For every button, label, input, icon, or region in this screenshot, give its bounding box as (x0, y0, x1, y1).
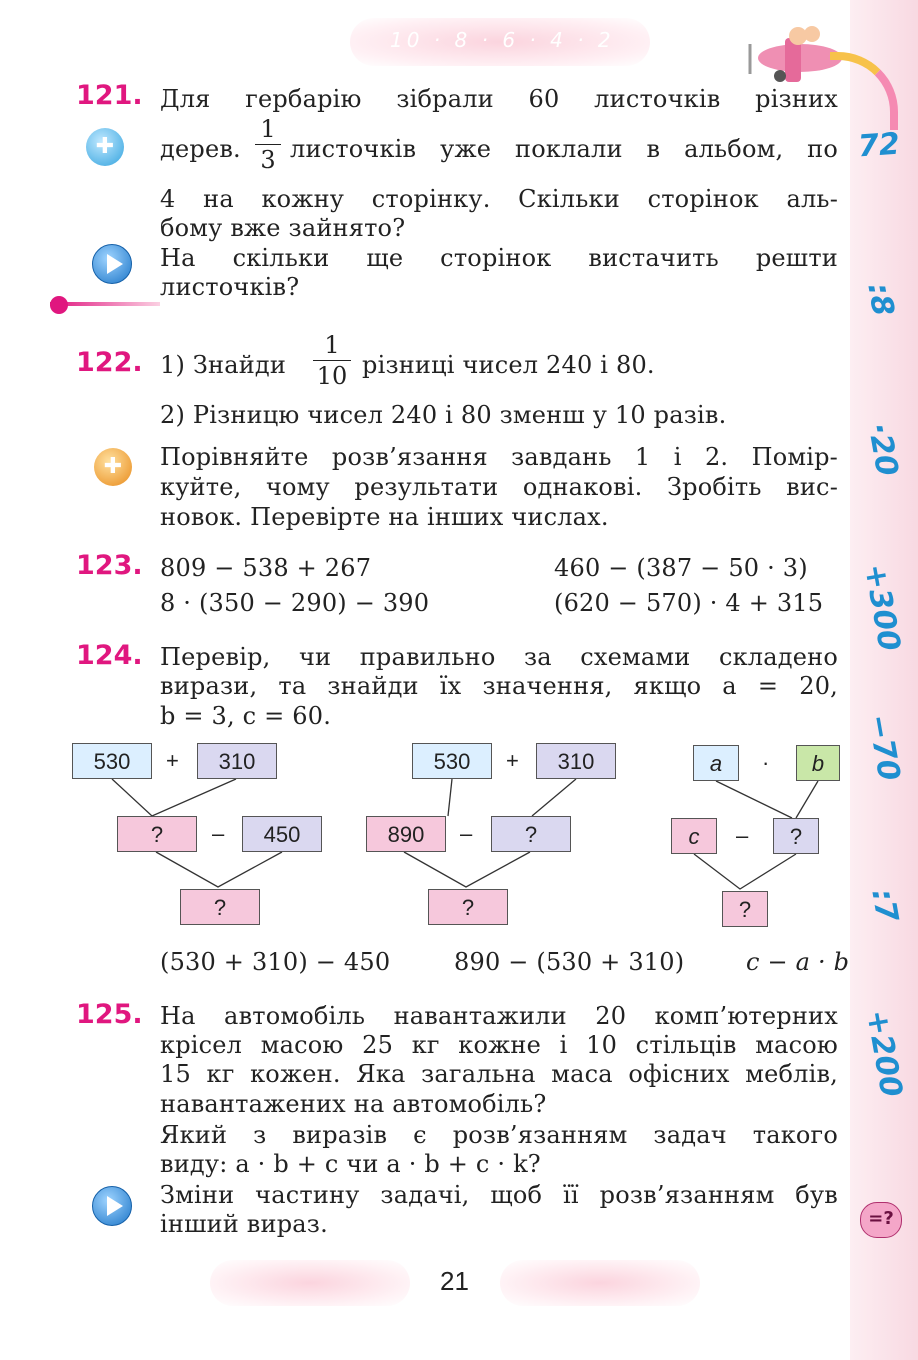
scheme-box: 310 (197, 743, 277, 779)
fraction-denominator: 3 (260, 146, 276, 174)
play-icon (92, 1186, 132, 1226)
scheme-box: ? (722, 891, 768, 927)
task-text: Який з виразів є розв’язанням задач тако… (160, 1121, 838, 1149)
task-text: різниці чисел 240 і 80. (362, 351, 655, 379)
puzzle-icon: ✚ (94, 448, 132, 486)
header-decoration: 10 · 8 · 6 · 4 · 2 (350, 18, 650, 66)
scheme-box: ? (428, 889, 508, 925)
expression: 8 · (350 − 290) − 390 (160, 589, 430, 617)
task-number: 124. (76, 640, 143, 671)
task-text: вирази, та знайди їх значення, якщо a = … (160, 672, 838, 700)
question-badge-icon: =? (860, 1202, 902, 1238)
task-text: 4 на кожну сторінку. Скільки сторінок ал… (160, 185, 838, 213)
scheme-expression: c − a · b (746, 948, 850, 976)
scheme-operator: · (762, 750, 770, 775)
task-text: куйте, чому результати однакові. Зробіть… (160, 473, 838, 501)
scheme-box: 310 (536, 743, 616, 779)
scheme-operator: – (212, 821, 225, 846)
scheme-operator: – (736, 823, 749, 848)
puzzle-icon: ✚ (86, 128, 124, 166)
footer-decoration-left (210, 1260, 410, 1306)
fraction: 1 3 (255, 115, 281, 174)
scheme-operator: – (460, 821, 473, 846)
task-text: навантажених на автомобіль? (160, 1090, 547, 1118)
header-numbers: 10 · 8 · 6 · 4 · 2 (390, 28, 615, 52)
scheme-operator: + (506, 748, 519, 773)
pink-dot (50, 296, 68, 314)
scheme-box: ? (180, 889, 260, 925)
task-text: листочків уже поклали в альбом, по (290, 135, 838, 163)
task-number: 121. (76, 80, 143, 111)
page-number: 21 (440, 1266, 469, 1296)
airplane-illustration (740, 18, 850, 88)
task-text: На автомобіль навантажили 20 комп’ютерни… (160, 1002, 838, 1030)
footer-decoration-right (500, 1260, 700, 1306)
scheme-box: b (796, 745, 840, 781)
play-icon (92, 244, 132, 284)
expression: (620 − 570) · 4 + 315 (554, 589, 824, 617)
fraction-numerator: 1 (260, 115, 276, 143)
question-badge-label: =? (868, 1208, 894, 1229)
scheme-box: 890 (366, 816, 446, 852)
task-text: b = 3, c = 60. (160, 702, 332, 730)
scheme-box: 530 (72, 743, 152, 779)
pink-line-marker (50, 302, 160, 306)
task-text: новок. Перевірте на інших числах. (160, 503, 609, 531)
scheme-box: ? (117, 816, 197, 852)
side-strip (850, 0, 918, 1360)
task-text: Перевір, чи правильно за схемами складен… (160, 643, 838, 671)
task-text: Порівняйте розв’язання завдань 1 і 2. По… (160, 443, 838, 471)
scheme-expression: 890 − (530 + 310) (454, 948, 685, 976)
scheme-box: 530 (412, 743, 492, 779)
fraction-numerator: 1 (324, 331, 340, 359)
task-text: Зміни частину задачі, щоб її розв’язання… (160, 1181, 838, 1209)
expression: 809 − 538 + 267 (160, 554, 372, 582)
task-text: виду: a · b + c чи a · b + c · k? (160, 1150, 541, 1178)
task-number: 122. (76, 347, 143, 378)
task-text: листочків? (160, 273, 300, 301)
task-text: крісел масою 25 кг кожне і 10 стільців м… (160, 1031, 838, 1059)
task-number: 125. (76, 999, 143, 1030)
scheme-box: ? (773, 818, 819, 854)
task-number: 123. (76, 550, 143, 581)
task-text: Для гербарію зібрали 60 листочків різних (160, 85, 838, 113)
task-text: На скільки ще сторінок вистачить решти (160, 244, 838, 272)
scheme-expression: (530 + 310) − 450 (160, 948, 391, 976)
fraction-denominator: 10 (316, 362, 348, 390)
scheme-box: ? (491, 816, 571, 852)
scheme-operator: + (166, 748, 179, 773)
task-text: бому вже зайнято? (160, 214, 406, 242)
scheme-box: a (693, 745, 739, 781)
task-text: 2) Різницю чисел 240 і 80 зменш у 10 раз… (160, 401, 727, 429)
expression: 460 − (387 − 50 · 3) (554, 554, 808, 582)
fraction: 1 10 (313, 331, 351, 390)
task-text: дерев. (160, 135, 241, 163)
scheme-box: c (671, 818, 717, 854)
task-text: інший вираз. (160, 1210, 328, 1238)
task-text: 1) Знайди (160, 351, 287, 379)
task-text: 15 кг кожен. Яка загальна маса офісних м… (160, 1060, 838, 1088)
scheme-box: 450 (242, 816, 322, 852)
